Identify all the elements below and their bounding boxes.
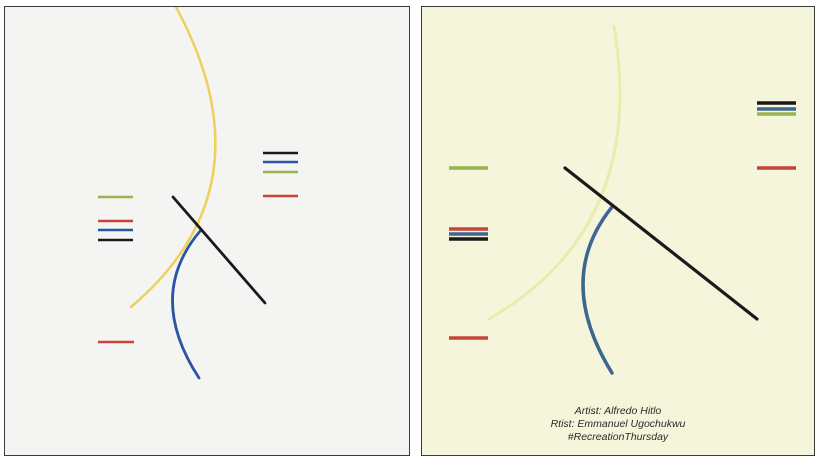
original-artwork-canvas: [98, 7, 298, 380]
pale-yellow-arc: [487, 24, 622, 321]
yellow-arc: [129, 7, 217, 309]
black-diagonal-line: [563, 166, 759, 321]
recreation-artwork-panel: Artist: Alfredo Hitlo Rtist: Emmanuel Ug…: [421, 6, 815, 456]
steel-blue-arc: [581, 205, 614, 375]
blue-arc: [171, 228, 203, 380]
black-diagonal-line: [171, 195, 267, 305]
recreation-artwork-canvas: [449, 24, 796, 375]
caption-artist: Artist: Alfredo Hitlo: [574, 405, 662, 417]
original-artwork-panel: [4, 6, 410, 456]
caption-hashtag: #RecreationThursday: [567, 431, 669, 443]
caption-rtist: Rtist: Emmanuel Ugochukwu: [550, 418, 686, 430]
